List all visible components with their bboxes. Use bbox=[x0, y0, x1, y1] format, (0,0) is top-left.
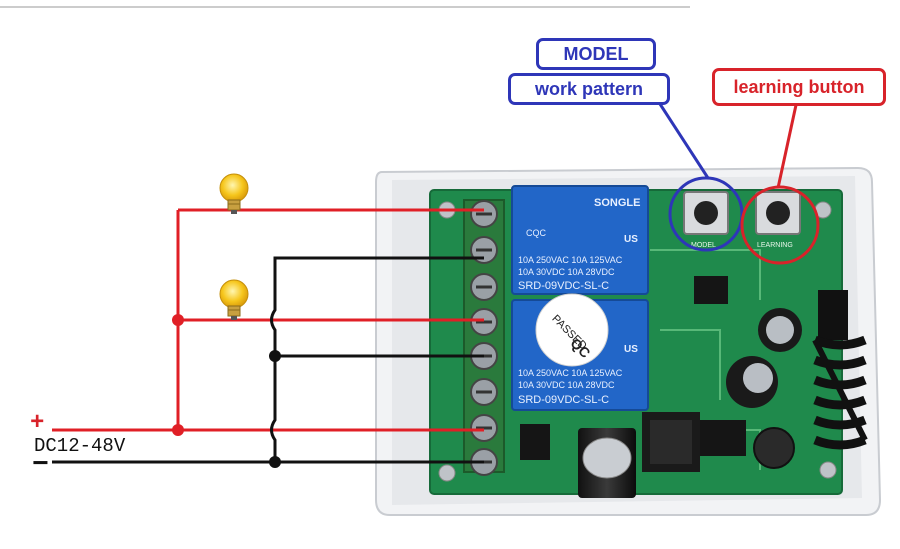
model-silk-label: MODEL bbox=[691, 242, 716, 249]
mount-hole bbox=[819, 461, 837, 479]
terminal-screw bbox=[470, 200, 498, 228]
model-highlight-circle bbox=[668, 176, 744, 252]
positive-symbol: + bbox=[30, 410, 45, 437]
relay-cert-us: US bbox=[624, 234, 638, 245]
terminal-block bbox=[463, 199, 505, 476]
relay-1: SONGLE CQC US 10A 250VAC 10A 125VAC 10A … bbox=[511, 185, 649, 295]
wiring bbox=[52, 208, 484, 468]
junction-dot bbox=[172, 314, 184, 326]
ic-chip bbox=[694, 276, 728, 304]
junction-dot bbox=[269, 350, 281, 362]
terminal-screw bbox=[470, 414, 498, 442]
antenna-coil bbox=[812, 290, 868, 450]
annotations bbox=[658, 103, 820, 265]
diode-component bbox=[520, 424, 550, 460]
relay-cqc: CQC bbox=[526, 228, 547, 238]
bulb-icon bbox=[219, 173, 249, 214]
relay-rating-1: 10A 250VAC 10A 125VAC bbox=[518, 255, 623, 265]
model-label: MODEL bbox=[536, 38, 656, 70]
relay-cert-us: US bbox=[624, 344, 638, 355]
terminal-screw bbox=[470, 308, 498, 336]
relay-model: SRD-09VDC-SL-C bbox=[518, 280, 609, 292]
learning-highlight-circle bbox=[740, 185, 820, 265]
capacitor-small bbox=[726, 356, 778, 408]
terminal-screw bbox=[470, 273, 498, 301]
voltage-label: DC12-48V bbox=[34, 435, 126, 457]
work-pattern-label: work pattern bbox=[508, 73, 670, 105]
electrolytic-capacitor bbox=[578, 428, 636, 498]
terminal-screw bbox=[470, 378, 498, 406]
negative-wire bbox=[270, 256, 484, 462]
inductor bbox=[753, 427, 795, 469]
mount-hole bbox=[438, 464, 456, 482]
relay-rating-2: 10A 30VDC 10A 28VDC bbox=[518, 380, 615, 390]
qc-sticker: PASSED QC bbox=[535, 293, 609, 367]
relay-model: SRD-09VDC-SL-C bbox=[518, 394, 609, 406]
learning-push-button[interactable]: LEARNING bbox=[755, 191, 801, 249]
bulb-icon bbox=[219, 279, 249, 320]
regulator-chip bbox=[642, 412, 700, 472]
relay-rating-1: 10A 250VAC 10A 125VAC bbox=[518, 368, 623, 378]
model-push-button[interactable]: MODEL bbox=[683, 191, 729, 249]
learning-pointer-line bbox=[776, 104, 798, 189]
junction-dot bbox=[172, 424, 184, 436]
relay-brand: SONGLE bbox=[594, 197, 640, 209]
negative-symbol: − bbox=[32, 450, 49, 481]
ic-chip bbox=[700, 420, 746, 456]
model-pointer-line bbox=[658, 103, 710, 179]
learning-button-label: learning button bbox=[712, 68, 886, 106]
junction-dot bbox=[269, 456, 281, 468]
learning-silk-label: LEARNING bbox=[757, 242, 793, 249]
capacitor-small bbox=[758, 308, 802, 352]
relay-rating-2: 10A 30VDC 10A 28VDC bbox=[518, 267, 615, 277]
